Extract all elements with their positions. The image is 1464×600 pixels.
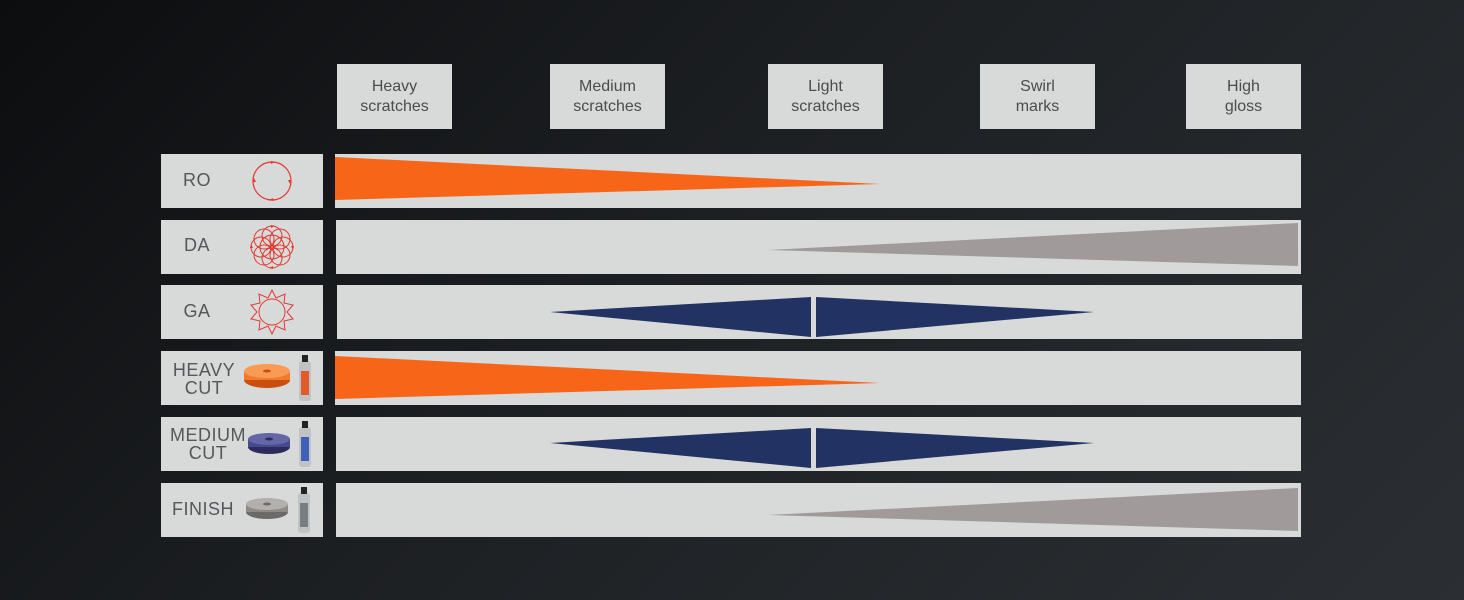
range-wedge-ro (335, 157, 880, 200)
row-label-heavy-cut: HEAVY CUT (161, 351, 323, 405)
row-label-da: DA (161, 220, 323, 274)
range-wedge-finish (768, 488, 1298, 531)
rotary-orbit-icon (252, 161, 292, 201)
pad-range-bar-ga (337, 285, 1302, 339)
column-header-high-gloss: High gloss (1186, 64, 1301, 129)
row-label-text: MEDIUM CUT (170, 425, 246, 463)
row-label-ga: GA (161, 285, 323, 339)
column-header-swirl-marks: Swirl marks (980, 64, 1095, 129)
gray-pad-and-bottle-icon (246, 487, 310, 533)
column-header-heavy-scratches: Heavy scratches (337, 64, 452, 129)
range-diamond-ga (550, 297, 1094, 337)
blue-pad-and-bottle-icon (248, 421, 311, 467)
gear-action-orbit-icon (250, 288, 294, 336)
row-label-text: HEAVY CUT (172, 360, 236, 398)
dual-action-orbit-icon (250, 225, 294, 269)
row-label-ro: RO (161, 154, 323, 208)
orange-pad-and-bottle-icon (244, 355, 311, 401)
pad-range-bar-heavy-cut (335, 351, 1301, 405)
range-wedge-heavy-cut (335, 356, 880, 399)
column-header-medium-scratches: Medium scratches (550, 64, 665, 129)
column-header-light-scratches: Light scratches (768, 64, 883, 129)
row-label-text: GA (183, 301, 211, 321)
range-wedge-da (768, 223, 1298, 266)
pad-range-bar-finish (336, 483, 1301, 537)
pad-range-bar-medium-cut (336, 417, 1301, 471)
row-label-text: DA (183, 235, 210, 255)
row-label-text: FINISH (172, 499, 235, 519)
row-label-text: RO (183, 170, 211, 190)
row-label-finish: FINISH (161, 483, 323, 537)
pad-range-bar-ro (335, 154, 1301, 208)
pad-range-bar-da (336, 220, 1301, 274)
range-diamond-medium-cut (550, 428, 1094, 468)
row-label-medium-cut: MEDIUM CUT (161, 417, 323, 471)
